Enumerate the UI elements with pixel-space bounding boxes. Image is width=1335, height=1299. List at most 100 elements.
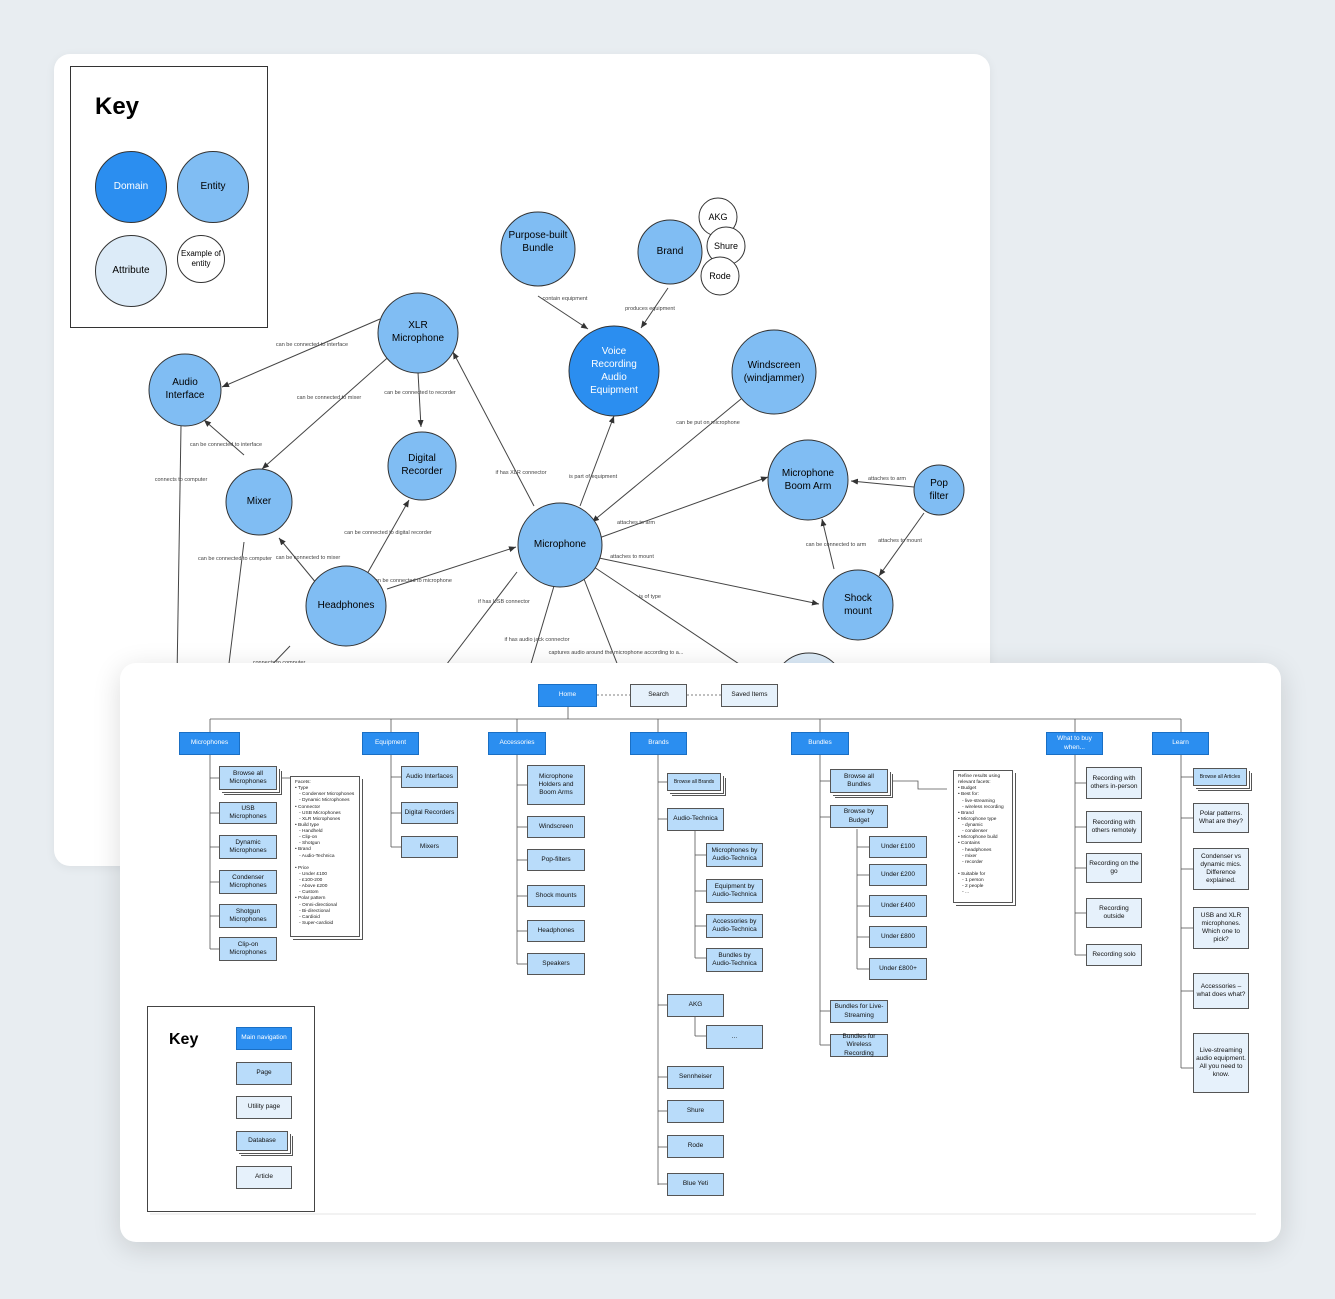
node-label: Rode xyxy=(709,271,731,281)
mic-page[interactable]: Dynamic Microphones xyxy=(219,835,277,859)
bundles-wireless[interactable]: Bundles for Wireless Recording xyxy=(830,1033,888,1057)
bundles-live-streaming[interactable]: Bundles for Live-Streaming xyxy=(830,1000,888,1023)
edge-label: attaches to arm xyxy=(617,520,655,526)
edge-label: can be connected to computer xyxy=(198,556,272,562)
edge-label: can be connected to recorder xyxy=(384,390,456,396)
brand-page[interactable]: Sennheiser xyxy=(667,1066,724,1089)
what-to-buy-article[interactable]: Recording with others in-person xyxy=(1086,767,1142,799)
accessories-page[interactable]: Speakers xyxy=(527,953,585,975)
key-domain: Domain xyxy=(95,151,167,223)
node-voice-recording xyxy=(568,325,660,417)
brand-subpage[interactable]: Microphones by Audio-Technica xyxy=(706,843,763,867)
node-label: Headphones xyxy=(317,600,375,611)
key-article: Article xyxy=(236,1166,292,1189)
key-entity: Entity xyxy=(177,151,249,223)
what-to-buy-article[interactable]: Recording solo xyxy=(1086,944,1142,966)
node-label: AKG xyxy=(708,212,728,222)
edge-label: is part of equipment xyxy=(569,474,618,480)
budget-page[interactable]: Under £400 xyxy=(869,895,927,917)
sitemap-key-title: Key xyxy=(169,1031,199,1048)
what-to-buy-article[interactable]: Recording with others remotely xyxy=(1086,811,1142,843)
brand-subpage[interactable]: Accessories by Audio-Technica xyxy=(706,914,763,938)
edge-label: can be connected to interface xyxy=(276,342,348,348)
node-brand xyxy=(637,219,703,285)
node-purpose-built-bundle xyxy=(500,211,576,287)
accessories-page[interactable]: Pop-filters xyxy=(527,849,585,871)
edge-label: can be connected to mixer xyxy=(297,395,362,401)
bundles-by-budget[interactable]: Browse by Budget xyxy=(830,805,888,828)
edge-label: if has XLR connector xyxy=(495,470,546,476)
home-page[interactable]: Home xyxy=(538,684,597,707)
microphones-facets-note: Facets: • Type ◦ Condenser Microphones ◦… xyxy=(290,776,360,937)
node-label: Pop filter xyxy=(929,478,949,502)
accessories-page[interactable]: Headphones xyxy=(527,920,585,942)
node-label: Shock mount xyxy=(844,593,872,617)
nav-equipment[interactable]: Equipment xyxy=(362,732,419,755)
brand-akg-more[interactable]: ... xyxy=(706,1025,763,1049)
key-example: Example of entity xyxy=(177,235,225,283)
edge-label: is of type xyxy=(639,594,661,600)
key-utility-page: Utility page xyxy=(236,1096,292,1119)
edge-label: attaches to mount xyxy=(610,554,654,560)
edge-label: if has audio jack connector xyxy=(504,637,569,643)
learn-article[interactable]: Polar patterns. What are they? xyxy=(1193,803,1249,833)
mic-page[interactable]: Condenser Microphones xyxy=(219,870,277,894)
edge-label: contain equipment xyxy=(543,296,588,302)
learn-article[interactable]: Condenser vs dynamic mics. Difference ex… xyxy=(1193,848,1249,890)
brand-page[interactable]: Rode xyxy=(667,1135,724,1158)
node-audio-interface xyxy=(148,353,222,427)
brand-subpage[interactable]: Bundles by Audio-Technica xyxy=(706,948,763,972)
brands-browse-all[interactable]: Browse all Brands xyxy=(667,773,721,791)
mic-page[interactable]: Clip-on Microphones xyxy=(219,937,277,961)
nav-accessories[interactable]: Accessories xyxy=(488,732,546,755)
mic-page[interactable]: Browse all Microphones xyxy=(219,766,277,790)
concept-map-key: Key Domain Entity Attribute Example of e… xyxy=(70,66,268,328)
node-mixer xyxy=(225,468,293,536)
nav-brands[interactable]: Brands xyxy=(630,732,687,755)
learn-article[interactable]: Accessories – what does what? xyxy=(1193,973,1249,1009)
key-page: Page xyxy=(236,1062,292,1085)
brand-akg[interactable]: AKG xyxy=(667,994,724,1017)
node-label: Mixer xyxy=(246,496,272,507)
brand-subpage[interactable]: Equipment by Audio-Technica xyxy=(706,879,763,903)
edge-label: can be connected to microphone xyxy=(372,578,452,584)
saved-items-page[interactable]: Saved Items xyxy=(721,684,778,707)
sitemap-key: Key Main navigation Page Utility page Da… xyxy=(147,1006,315,1212)
equipment-page[interactable]: Digital Recorders xyxy=(401,802,458,824)
node-microphone-boom-arm xyxy=(767,439,849,521)
node-xlr-microphone xyxy=(377,292,459,374)
budget-page[interactable]: Under £800 xyxy=(869,926,927,948)
nav-what-to-buy[interactable]: What to buy when... xyxy=(1046,732,1103,755)
brand-audio-technica[interactable]: Audio-Technica xyxy=(667,808,724,831)
edge-label: produces equipment xyxy=(625,306,675,312)
what-to-buy-article[interactable]: Recording outside xyxy=(1086,898,1142,928)
accessories-page[interactable]: Microphone Holders and Boom Arms xyxy=(527,765,585,805)
budget-page[interactable]: Under £100 xyxy=(869,836,927,858)
node-label: Digital Recorder xyxy=(401,453,443,477)
learn-article[interactable]: USB and XLR microphones. Which one to pi… xyxy=(1193,907,1249,949)
equipment-page[interactable]: Audio Interfaces xyxy=(401,766,458,788)
brand-page[interactable]: Blue Yeti xyxy=(667,1173,724,1196)
learn-browse-all[interactable]: Browse all Articles xyxy=(1193,768,1247,786)
accessories-page[interactable]: Windscreen xyxy=(527,816,585,838)
brand-page[interactable]: Shure xyxy=(667,1100,724,1123)
learn-article[interactable]: Live-streaming audio equipment. All you … xyxy=(1193,1033,1249,1093)
edge-label: captures audio around the microphone acc… xyxy=(549,650,684,656)
nav-learn[interactable]: Learn xyxy=(1152,732,1209,755)
node-label: Microphone Boom Arm xyxy=(781,468,835,492)
mic-page[interactable]: USB Microphones xyxy=(219,802,277,824)
edge-label: if has USB connector xyxy=(478,599,530,605)
bundles-browse-all[interactable]: Browse all Bundles xyxy=(830,769,888,793)
nav-microphones[interactable]: Microphones xyxy=(179,732,240,755)
mic-page[interactable]: Shotgun Microphones xyxy=(219,904,277,928)
accessories-page[interactable]: Shock mounts xyxy=(527,885,585,907)
sitemap-connectors xyxy=(150,694,1256,1215)
nav-bundles[interactable]: Bundles xyxy=(791,732,849,755)
edge-label: can be connected to interface xyxy=(190,442,262,448)
equipment-page[interactable]: Mixers xyxy=(401,836,458,858)
budget-page[interactable]: Under £800+ xyxy=(869,958,927,980)
sitemap-card: Home Search Saved Items Microphones Equi… xyxy=(120,663,1281,1242)
what-to-buy-article[interactable]: Recording on the go xyxy=(1086,853,1142,883)
budget-page[interactable]: Under £200 xyxy=(869,864,927,886)
search-page[interactable]: Search xyxy=(630,684,687,707)
